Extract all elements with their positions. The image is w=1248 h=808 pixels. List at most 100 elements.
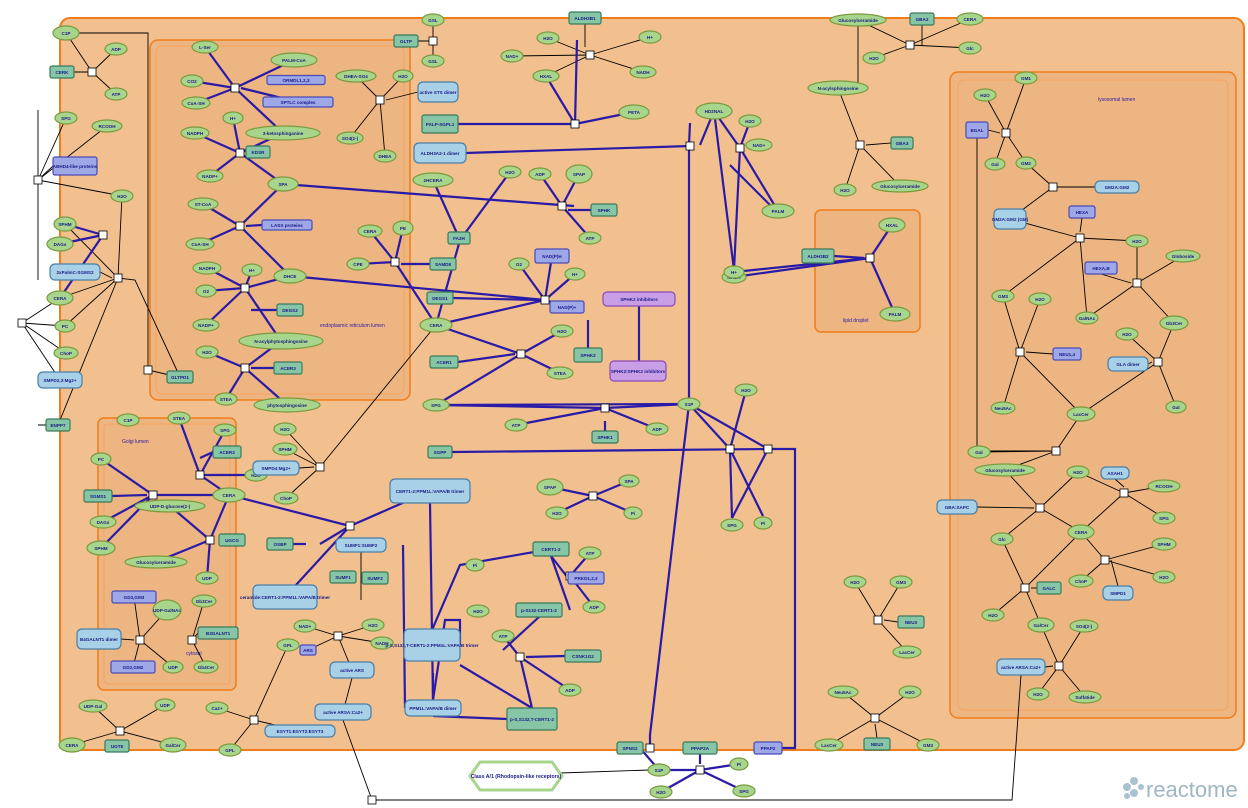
node-lass[interactable]: LASS proteins — [261, 219, 313, 231]
reaction-node[interactable] — [235, 148, 245, 158]
reaction-node[interactable] — [645, 743, 655, 753]
node-gsl[interactable]: GSL — [421, 13, 445, 27]
node-smpd4[interactable]: SMPD4:Mg2+ — [252, 460, 300, 476]
node-h2o-fa2h[interactable]: H2O — [498, 165, 522, 179]
node-galnac[interactable]: GalNAc — [1075, 311, 1099, 325]
node-udpgal[interactable]: UDP-Gal — [78, 699, 108, 713]
node-sphk1[interactable]: SPHK1 — [591, 430, 619, 444]
node-gb3cer2[interactable]: Gb3Cer — [1159, 315, 1189, 331]
node-hplus-b[interactable]: H+ — [564, 267, 586, 281]
reaction-node[interactable] — [98, 230, 108, 240]
node-ketosph[interactable]: 3-ketosphinganine — [245, 125, 321, 141]
reaction-node[interactable] — [685, 141, 695, 151]
reaction-node[interactable] — [516, 349, 526, 359]
reaction-node[interactable] — [735, 143, 745, 153]
node-sgpp[interactable]: SGPP — [427, 445, 453, 459]
node-fa2h[interactable]: FA2H — [447, 231, 471, 245]
node-gm2a2[interactable]: GM2A:GM2 (GM) — [992, 208, 1029, 230]
node-nad-t[interactable]: NAD+ — [500, 49, 524, 63]
node-nadph1[interactable]: NADPH — [180, 126, 210, 140]
node-stea-g[interactable]: STEA — [167, 411, 191, 425]
reaction-node[interactable] — [540, 295, 550, 305]
node-h2o-arsa[interactable]: H2O — [1026, 687, 1050, 701]
node-h2o-hexa[interactable]: H2O — [1125, 234, 1149, 248]
reaction-node[interactable] — [1054, 661, 1064, 671]
node-sphm-g[interactable]: SPHM — [86, 540, 116, 556]
reaction-node[interactable] — [249, 715, 259, 725]
reaction-node[interactable] — [1051, 446, 1061, 456]
node-b3galnt1[interactable]: B3GALNT1 — [197, 626, 239, 640]
node-hplus-t[interactable]: H+ — [638, 30, 662, 44]
node-nadph-b[interactable]: NAD(P)H — [534, 248, 570, 264]
reaction-node[interactable] — [515, 652, 525, 662]
node-nacylsph[interactable]: N-acylsphingosine — [807, 80, 869, 96]
node-gltpd1[interactable]: GLTPD1 — [166, 370, 194, 384]
node-cer-cert[interactable]: ceramide:CERT1-2:PPM1L:VAPA/B trimer — [240, 584, 330, 610]
node-acer1[interactable]: ACER1 — [429, 355, 459, 369]
node-gltp[interactable]: GLTP — [393, 34, 419, 48]
node-sumf2[interactable]: SUMF2 — [361, 571, 389, 585]
reaction-node[interactable] — [1075, 233, 1085, 243]
node-aldh3a2[interactable]: ALDH3A2-1 dimer — [413, 142, 467, 164]
node-ars[interactable]: ARS — [299, 644, 317, 656]
node-sulfatide[interactable]: Sulfatide — [1068, 690, 1102, 704]
node-spg-l[interactable]: SPG — [54, 111, 78, 125]
node-peta[interactable]: PETA — [618, 104, 650, 120]
node-glccer-g[interactable]: Glucosylceramide — [124, 555, 188, 569]
node-fa2h-box[interactable]: PXLP-SGPL1 — [421, 114, 459, 134]
reaction-node[interactable] — [557, 201, 567, 211]
node-atp-c[interactable]: ATP — [578, 546, 602, 560]
node-nadph2[interactable]: NADPH — [192, 261, 222, 275]
node-nadp-b[interactable]: NAD(P)+ — [549, 300, 585, 314]
node-glccer-lyso[interactable]: Glucosylceramide — [974, 463, 1036, 477]
node-arsa-r[interactable]: active ARSA:Ca2+ — [996, 658, 1046, 676]
node-cert-trimer[interactable]: CERT1-2:PPM1L:VAPA/B trimer — [389, 478, 471, 504]
reaction-node[interactable] — [865, 253, 875, 263]
node-spg-r[interactable]: SPG — [1152, 511, 1176, 525]
node-pc-g[interactable]: PC — [90, 452, 112, 466]
reaction-node[interactable] — [1153, 357, 1163, 367]
node-h2o-hd[interactable]: H2O — [738, 114, 762, 128]
node-smpd1[interactable]: SMPD1 — [1102, 585, 1134, 601]
node-palm-ld[interactable]: PALM — [879, 306, 911, 322]
node-ps132[interactable]: p-S132-CERT1-2 — [515, 602, 563, 618]
node-cera-t[interactable]: CERA — [956, 12, 984, 26]
node-lser[interactable]: L-Ser — [191, 40, 219, 54]
node-samd8[interactable]: SAMD8 — [429, 257, 457, 271]
node-hxal-ld[interactable]: HXAL — [878, 217, 906, 233]
node-neu1[interactable]: NEU1,4 — [1052, 347, 1082, 361]
reaction-node[interactable] — [763, 444, 773, 454]
node-coash1[interactable]: CoA-SH — [181, 96, 211, 110]
node-udpglc[interactable]: UDP-D-glucose(2-) — [134, 499, 206, 513]
node-ugt8[interactable]: UGT8 — [104, 739, 130, 753]
node-pi-out[interactable]: Pi — [729, 757, 749, 771]
node-gpl2[interactable]: GPL — [218, 743, 242, 757]
reaction-node[interactable] — [1100, 555, 1110, 565]
node-neuac[interactable]: Neu5Ac — [990, 401, 1016, 415]
reaction-node[interactable] — [135, 635, 145, 645]
node-cert12[interactable]: CERT1-2 — [532, 541, 570, 557]
node-spap[interactable]: SPAP — [565, 164, 593, 184]
node-smpd23[interactable]: SMPD2,3:Mg2+ — [37, 371, 83, 389]
node-rcooh-l[interactable]: RCOOH — [91, 119, 123, 133]
node-h2o-ars[interactable]: H2O — [361, 618, 385, 632]
node-sgpl[interactable]: SPNS2 — [616, 741, 644, 755]
node-ppm1l[interactable]: PPM1L:VAPA/B dimer — [404, 699, 462, 717]
node-sptlc[interactable]: SPTLC complex — [262, 96, 334, 108]
node-h2o-gba3[interactable]: H2O — [833, 183, 857, 197]
node-pi-s1p[interactable]: Pi — [753, 516, 773, 530]
node-neu3[interactable]: NEU3 — [897, 615, 925, 629]
reaction-node[interactable] — [588, 491, 598, 501]
node-esyt[interactable]: ESYT1:ESYT2:ESYT3 — [264, 724, 336, 738]
node-spg-mid[interactable]: SPG — [422, 398, 450, 412]
reaction-node[interactable] — [33, 175, 43, 185]
node-laccer-c2[interactable]: LacCer — [814, 738, 844, 752]
node-osbp[interactable]: OSBP — [266, 537, 294, 551]
node-asah1[interactable]: ASAH1 — [1100, 466, 1130, 480]
node-nad-hd[interactable]: NAD+ — [745, 138, 773, 152]
node-c1p-g[interactable]: C1P — [116, 413, 140, 427]
node-h2o-out[interactable]: H2O — [649, 785, 673, 799]
reaction-node[interactable] — [315, 462, 325, 472]
node-hplus-ld[interactable]: H+ — [723, 265, 745, 279]
node-twohcera[interactable]: 2HCERA — [412, 172, 454, 188]
